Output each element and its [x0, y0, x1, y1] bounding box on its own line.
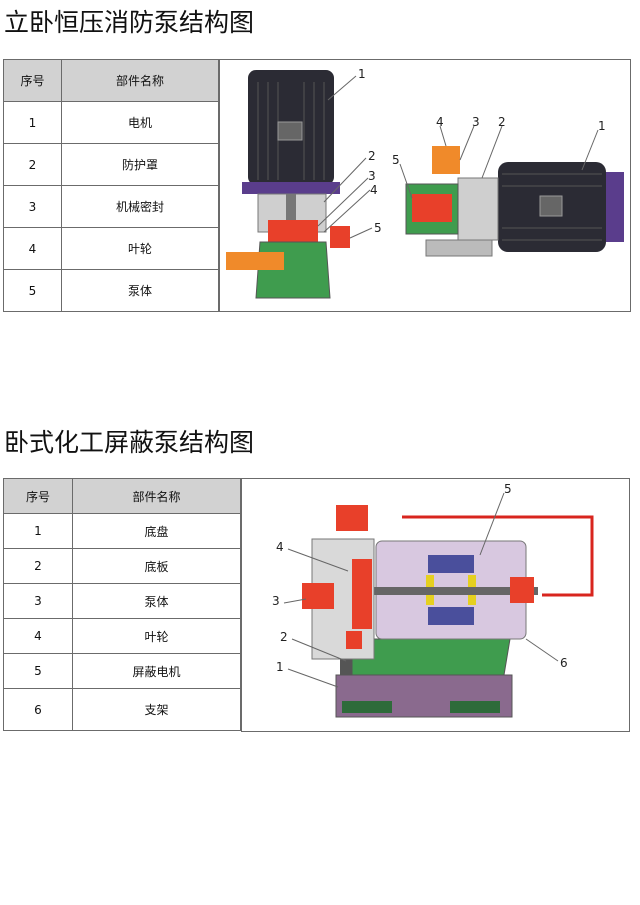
table-header-row: 序号 部件名称 — [3, 478, 241, 514]
horizontal-callout-1: 1 — [598, 119, 606, 133]
outlet-flange — [330, 226, 350, 248]
callout-3: 3 — [272, 594, 280, 608]
row-name: 泵体 — [61, 269, 219, 312]
shielded-pump-diagram: 5 4 3 2 1 6 — [272, 482, 594, 718]
terminal-box — [277, 121, 303, 141]
table-header-row: 序号 部件名称 — [3, 59, 219, 102]
row-name: 电机 — [61, 101, 219, 144]
table-row: 5 泵体 — [3, 269, 219, 312]
col-header-no: 序号 — [3, 478, 73, 514]
parts-table-2: 序号 部件名称 1 底盘 2 底板 3 泵体 4 叶轮 5 屏蔽电机 6 支架 — [3, 478, 241, 731]
pump-body-inlet — [302, 583, 334, 609]
parts-table-1: 序号 部件名称 1 电机 2 防护罩 3 机械密封 4 叶轮 5 泵体 — [3, 59, 219, 312]
table-row: 6 支架 — [3, 688, 241, 731]
chassis-slot — [450, 701, 500, 713]
horizontal-callout-3: 3 — [472, 115, 480, 129]
row-no: 5 — [3, 269, 62, 312]
impeller — [412, 194, 452, 222]
shaft — [338, 587, 538, 595]
pump-diagram-frame-2: 5 4 3 2 1 6 — [241, 478, 630, 732]
outlet-flange — [432, 146, 460, 174]
row-no: 1 — [3, 101, 62, 144]
impeller — [268, 220, 318, 242]
row-no: 5 — [3, 653, 73, 689]
row-no: 6 — [3, 688, 73, 731]
fire-pump-diagram: 1 2 3 4 5 4 3 2 1 5 — [226, 67, 624, 299]
horizontal-callout-2: 2 — [498, 115, 506, 129]
callout-5: 5 — [504, 482, 512, 496]
col-header-name: 部件名称 — [61, 59, 219, 102]
motor-end-cap — [606, 172, 624, 242]
row-name: 底板 — [72, 548, 241, 584]
table-row: 5 屏蔽电机 — [3, 653, 241, 689]
row-name: 叶轮 — [61, 227, 219, 270]
row-name: 机械密封 — [61, 185, 219, 228]
callout-4: 4 — [276, 540, 284, 554]
vertical-callout-1: 1 — [358, 67, 366, 81]
row-name: 泵体 — [72, 583, 241, 619]
drain — [346, 631, 362, 649]
rear-bearing-housing — [510, 577, 534, 603]
vertical-callout-3: 3 — [368, 169, 376, 183]
support-bracket — [351, 638, 511, 676]
row-name: 叶轮 — [72, 618, 241, 654]
table-row: 2 防护罩 — [3, 143, 219, 186]
section1-title: 立卧恒压消防泵结构图 — [4, 8, 255, 37]
row-no: 2 — [3, 143, 62, 186]
table-row: 3 机械密封 — [3, 185, 219, 228]
stator-bottom — [428, 607, 474, 625]
shaft — [286, 194, 296, 238]
horizontal-callout-5: 5 — [392, 153, 400, 167]
table-row: 1 底盘 — [3, 513, 241, 549]
table-row: 1 电机 — [3, 101, 219, 144]
inlet-pipe — [226, 252, 284, 270]
row-no: 3 — [3, 583, 73, 619]
row-name: 支架 — [72, 688, 241, 731]
vertical-callout-5: 5 — [374, 221, 382, 235]
table-row: 3 泵体 — [3, 583, 241, 619]
horizontal-callout-4: 4 — [436, 115, 444, 129]
callout-6: 6 — [560, 656, 568, 670]
row-no: 4 — [3, 618, 73, 654]
col-header-name: 部件名称 — [72, 478, 241, 514]
stator-top — [428, 555, 474, 573]
section2-title: 卧式化工屏蔽泵结构图 — [4, 428, 255, 457]
motor-flange — [242, 182, 340, 194]
horizontal-pump — [405, 146, 624, 257]
row-name: 底盘 — [72, 513, 241, 549]
row-name: 屏蔽电机 — [72, 653, 241, 689]
callout-2: 2 — [280, 630, 288, 644]
circulation-pipe — [418, 515, 594, 597]
row-no: 4 — [3, 227, 62, 270]
row-name: 防护罩 — [61, 143, 219, 186]
terminal-box — [539, 195, 563, 217]
base-foot — [425, 239, 493, 257]
chassis-slot — [342, 701, 392, 713]
table-row: 2 底板 — [3, 548, 241, 584]
table-row: 4 叶轮 — [3, 227, 219, 270]
table-row: 4 叶轮 — [3, 618, 241, 654]
callout-1: 1 — [276, 660, 284, 674]
row-no: 2 — [3, 548, 73, 584]
pump-diagram-frame-1: 1 2 3 4 5 4 3 2 1 5 — [219, 59, 631, 312]
vertical-callout-4: 4 — [370, 183, 378, 197]
protective-cover — [457, 177, 499, 241]
row-no: 1 — [3, 513, 73, 549]
col-header-no: 序号 — [3, 59, 62, 102]
outlet-nozzle — [336, 505, 368, 531]
row-no: 3 — [3, 185, 62, 228]
vertical-callout-2: 2 — [368, 149, 376, 163]
vertical-pump — [226, 70, 350, 299]
impeller — [352, 559, 372, 629]
